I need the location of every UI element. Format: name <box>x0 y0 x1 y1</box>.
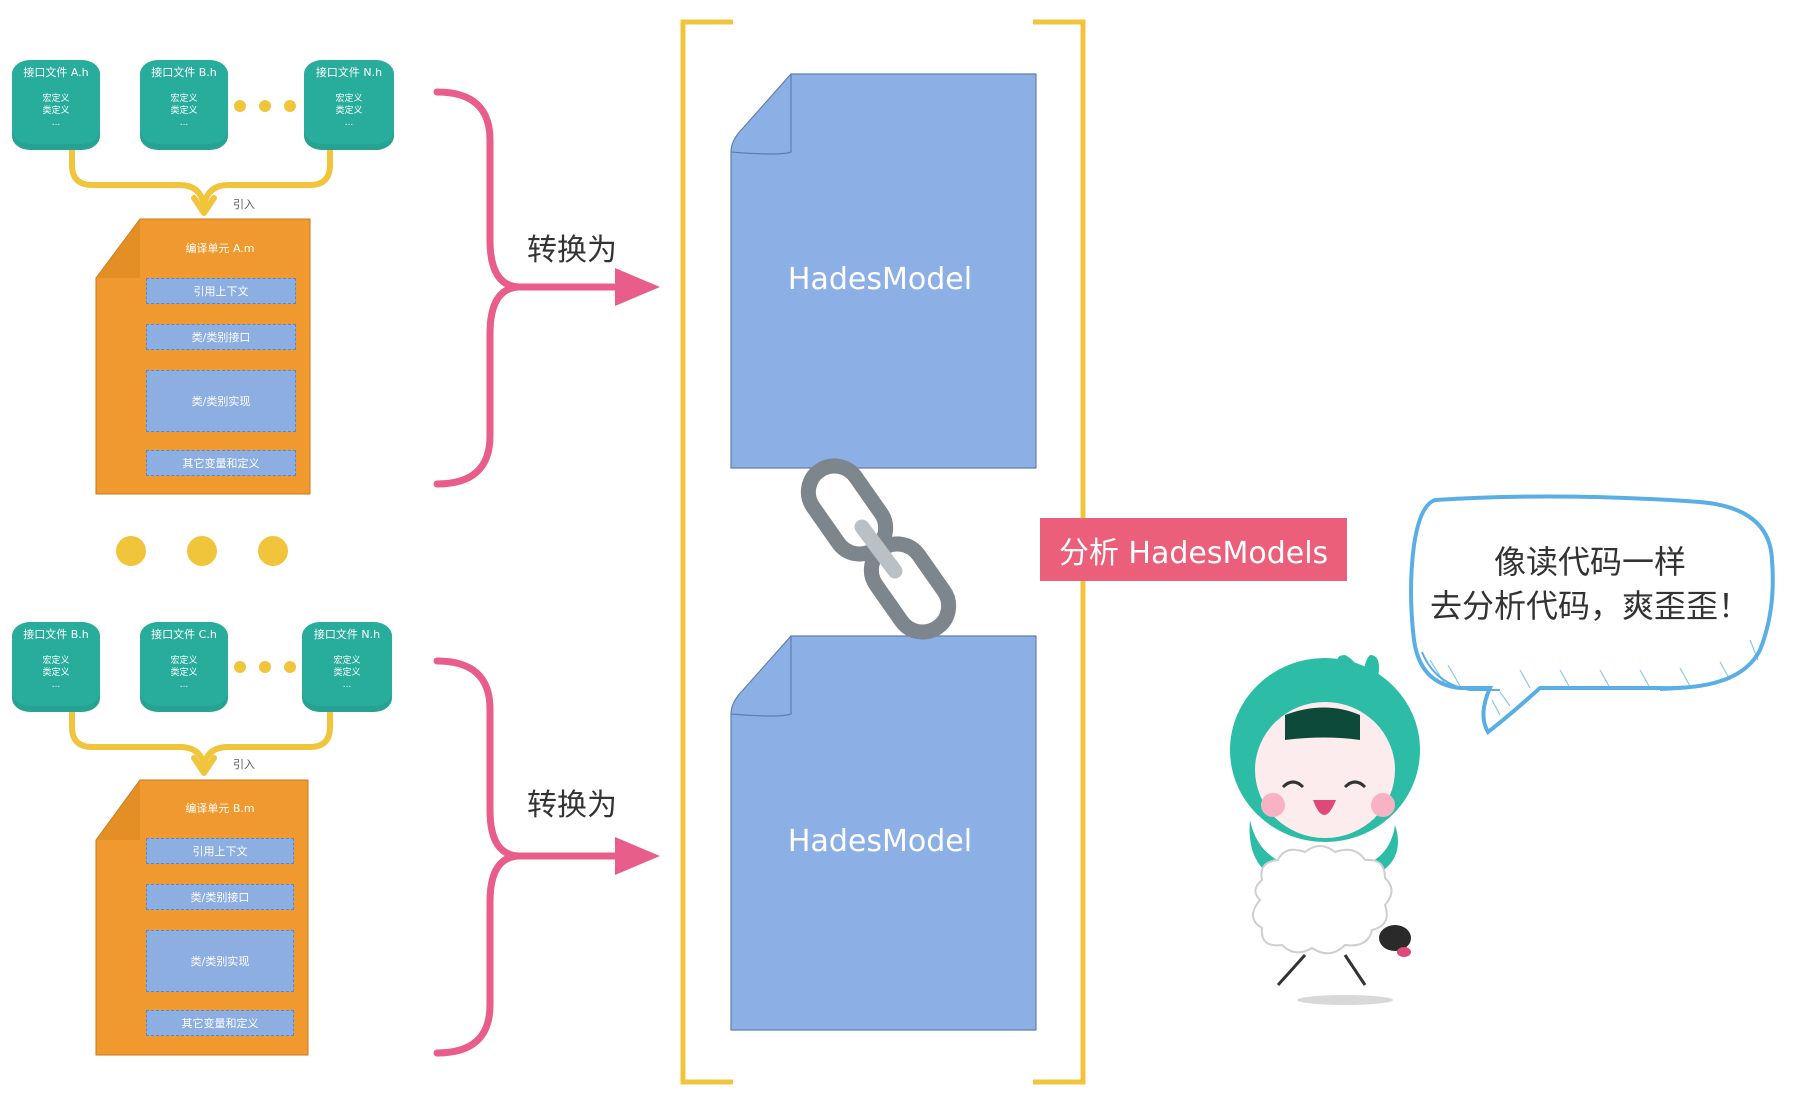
header-file-line: 类定义 <box>335 106 363 116</box>
hades-model-label: HadesModel <box>787 824 973 859</box>
header-file-line: 宏定义 <box>42 656 70 666</box>
hades-model-label: HadesModel <box>787 262 973 297</box>
header-file-group2-1: 接口文件 B.h 宏定义 类定义 ... <box>12 622 100 712</box>
hades-model-shape-2 <box>730 635 1037 1031</box>
header-file-group1-1: 接口文件 A.h 宏定义 类定义 ... <box>12 60 100 150</box>
header-file-line: 类定义 <box>42 668 70 678</box>
header-file-title: 接口文件 N.h <box>313 628 381 641</box>
include-arrow-group1 <box>69 147 333 216</box>
convert-label: 转换为 <box>527 233 617 268</box>
speech-bubble-line2: 去分析代码，爽歪歪！ <box>1429 587 1750 625</box>
header-file-line: 类定义 <box>170 668 198 678</box>
header-file-line: ... <box>179 118 189 128</box>
header-file-title: 接口文件 A.h <box>23 66 89 79</box>
unit-row: 引用上下文 <box>146 278 296 304</box>
unit-row: 类/类别实现 <box>146 370 296 432</box>
hades-model-shape-1 <box>730 73 1037 469</box>
header-file-line: 类定义 <box>170 106 198 116</box>
include-label: 引入 <box>233 198 255 211</box>
include-arrow-group2 <box>69 709 333 776</box>
header-file-title: 接口文件 C.h <box>151 628 217 641</box>
header-file-title: 接口文件 B.h <box>23 628 89 641</box>
sheep-illustration <box>1252 845 1411 987</box>
header-file-group2-2: 接口文件 C.h 宏定义 类定义 ... <box>140 622 228 712</box>
ellipsis-dots-headers-group1 <box>234 100 296 112</box>
header-file-line: 类定义 <box>333 668 361 678</box>
header-file-line: 宏定义 <box>42 94 70 104</box>
unit-row: 类/类别实现 <box>146 930 294 992</box>
bracket-left <box>680 19 733 1085</box>
compile-unit-title: 编译单元 A.m <box>185 242 255 255</box>
header-file-line: 类定义 <box>42 106 70 116</box>
unit-row: 引用上下文 <box>146 838 294 864</box>
header-file-group1-2: 接口文件 B.h 宏定义 类定义 ... <box>140 60 228 150</box>
ellipsis-dots-headers-group2 <box>234 661 296 673</box>
header-file-line: ... <box>51 680 61 690</box>
speech-bubble-line1: 像读代码一样 <box>1493 543 1686 581</box>
header-file-line: 宏定义 <box>333 656 361 666</box>
header-file-line: ... <box>51 118 61 128</box>
header-file-group2-3: 接口文件 N.h 宏定义 类定义 ... <box>302 622 392 712</box>
convert-arrowhead-group2 <box>615 837 660 875</box>
unit-row: 其它变量和定义 <box>146 1010 294 1036</box>
convert-arrowhead-group1 <box>615 268 660 306</box>
header-file-line: 宏定义 <box>335 94 363 104</box>
unit-row: 其它变量和定义 <box>146 450 296 476</box>
header-file-title: 接口文件 N.h <box>315 66 383 79</box>
header-file-line: ... <box>179 680 189 690</box>
header-file-line: ... <box>344 118 354 128</box>
analyze-badge: 分析 HadesModels <box>1040 518 1347 581</box>
chain-link-icon <box>800 458 957 640</box>
header-file-line: 宏定义 <box>170 94 198 104</box>
header-file-group1-3: 接口文件 N.h 宏定义 类定义 ... <box>304 60 394 150</box>
convert-brace-group2 <box>433 657 624 1057</box>
compile-unit-title: 编译单元 B.m <box>185 802 255 815</box>
ellipsis-dots-groups <box>116 536 288 566</box>
unit-row: 类/类别接口 <box>146 884 294 910</box>
mascot-illustration <box>1230 655 1420 1005</box>
speech-bubble <box>1409 494 1775 735</box>
unit-row: 类/类别接口 <box>146 324 296 350</box>
include-label: 引入 <box>233 758 255 771</box>
header-file-line: 宏定义 <box>170 656 198 666</box>
convert-brace-group1 <box>433 88 624 488</box>
header-file-title: 接口文件 B.h <box>151 66 217 79</box>
header-file-line: ... <box>342 680 352 690</box>
convert-label: 转换为 <box>527 788 617 823</box>
